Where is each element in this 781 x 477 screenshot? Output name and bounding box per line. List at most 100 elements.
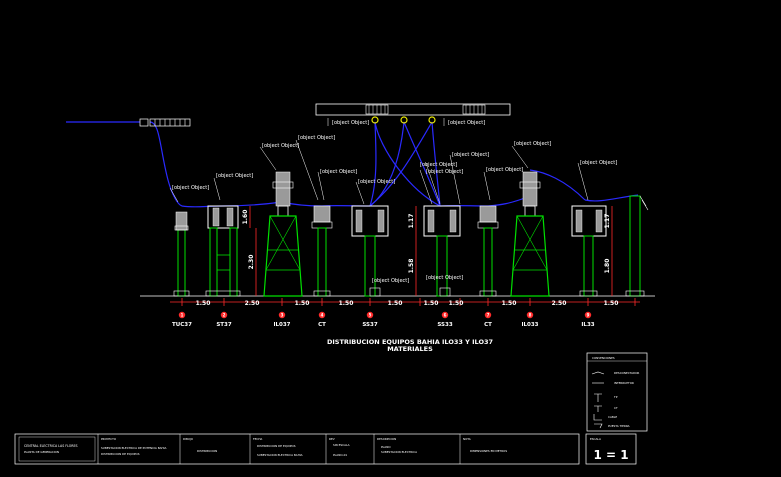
right-gantry <box>625 195 649 297</box>
title-block-field-label: REV <box>329 437 335 441</box>
legend-box: CONVENCIONES DESCONECTADOR INTERRUPTOR T… <box>586 352 648 432</box>
callout-label: [object Object] <box>452 152 489 158</box>
dimension-labels: 1.50 2.50 1.50 1.50 1.50 1.50 1.50 1.50 … <box>196 300 619 307</box>
equipment-name: CT <box>318 322 326 328</box>
equipment-number: 4 <box>321 313 324 318</box>
callout-label: [object Object] <box>172 185 209 191</box>
title-block: CENTRAL ELECTRICA LAS FLORES PLANTA DE G… <box>14 433 580 465</box>
title-block-field-value: SUBESTACION ELECTRICA <box>381 450 417 454</box>
ct-symbol-icon <box>594 405 602 412</box>
line-entry-insulator <box>139 118 191 127</box>
equipment-name: TUC37 <box>172 322 192 328</box>
legend-item: TP <box>613 395 618 399</box>
equipment-names: TUC37 ST37 IL037 CT SS37 SS33 CT IL033 I… <box>172 322 595 328</box>
disconnector-symbol-icon <box>591 371 605 375</box>
dimension-label: 1.50 <box>196 300 211 307</box>
title-block-field-value: SUBESTACION ELECTRICA BAHIA <box>257 453 303 457</box>
equipment-number: 6 <box>444 313 447 318</box>
equipment-number: 8 <box>529 313 532 318</box>
callout-label: [object Object] <box>420 162 457 168</box>
equipment-6-structure <box>423 205 461 297</box>
equipment-numbers: 1 2 3 4 5 6 7 8 9 <box>181 313 590 318</box>
equipment-4-structure <box>311 205 333 297</box>
equipment-name: IL033 <box>521 322 538 328</box>
drawing-title: DISTRIBUCION EQUIPOS BAHIA ILO33 Y ILO37 <box>327 338 493 346</box>
callout-label: [object Object] <box>298 135 335 141</box>
title-block-field-value: SUBESTACION ELECTRICA DE POTENCIA BAHIA <box>101 446 166 450</box>
equipment-number: 7 <box>487 313 490 318</box>
drawing-subtitle: MATERIALES <box>387 345 433 353</box>
callout-label: [object Object] <box>262 143 299 149</box>
equipment-8-structure <box>510 171 550 297</box>
vertical-dimensions: 1.60 2.30 1.17 1.58 1.17 1.80 <box>242 206 613 296</box>
callout-label: [object Object] <box>320 169 357 175</box>
vertical-dimension-label: 1.80 <box>604 259 611 274</box>
equipment-name: IL33 <box>581 322 594 328</box>
equipment-number: 3 <box>281 313 284 318</box>
dimension-label: 2.50 <box>552 300 567 307</box>
legend-item: DESCONECTADOR <box>614 371 639 375</box>
callout-label: [object Object] <box>426 275 463 281</box>
title-block-field-value: DISTRIBUCION DE EQUIPOS <box>101 452 140 456</box>
dimension-label: 1.50 <box>339 300 354 307</box>
title-block-field-value: PLANO <box>381 445 391 449</box>
scale-value: 1 = 1 <box>593 448 628 462</box>
title-block-company-sub: PLANTA DE GENERACION <box>24 450 59 454</box>
horizontal-dimension-line <box>170 298 640 306</box>
equipment-3-structure <box>263 171 303 297</box>
top-busbar <box>315 103 511 116</box>
conductors <box>66 121 639 208</box>
callout-label: [object Object] <box>486 167 523 173</box>
callout-label: [object Object] <box>426 169 463 175</box>
equipment-2-structure <box>205 205 241 297</box>
title-block-field-value: SIN ESCALA <box>333 443 350 447</box>
tp-symbol-icon <box>594 393 602 402</box>
bus-connection-points <box>371 116 436 124</box>
top-label: [object Object] <box>332 120 369 126</box>
title-block-field-value: DISTRIBUCION <box>197 449 217 453</box>
title-block-field-label: DESCRIPCION <box>377 437 396 441</box>
equipment-name: CT <box>484 322 492 328</box>
scale-label: ESCALA <box>590 437 601 441</box>
legend-item: PUESTA TIERRA <box>608 424 630 428</box>
legend-header: CONVENCIONES <box>592 356 615 360</box>
equipment-number: 5 <box>369 313 372 318</box>
title-block-field-value: DIMENSIONES EN METROS <box>470 449 507 453</box>
scale-block: ESCALA 1 = 1 <box>585 433 637 465</box>
title-block-field-label: PROYECTO <box>101 437 117 441</box>
legend-item: INTERRUPTOR <box>614 381 634 385</box>
vertical-dimension-label: 1.17 <box>604 214 611 229</box>
equipment-number: 9 <box>587 313 590 318</box>
equipment-7-structure <box>477 205 499 297</box>
equipment-name: IL037 <box>273 322 290 328</box>
callout-labels: [object Object] [object Object] [object … <box>172 135 617 284</box>
title-block-field-label: NOTA <box>463 437 471 441</box>
vertical-dimension-label: 2.30 <box>248 255 255 270</box>
dimension-label: 2.50 <box>245 300 260 307</box>
callout-label: [object Object] <box>372 278 409 284</box>
dimension-label: 1.50 <box>449 300 464 307</box>
title-block-field-label: DIBUJO <box>183 437 194 441</box>
equipment-1-structure <box>173 211 190 297</box>
title-block-field-value: DISTRIBUCION DE EQUIPOS <box>257 444 296 448</box>
equipment-number: 1 <box>181 313 184 318</box>
equipment-5-structure <box>351 205 389 297</box>
equipment-name: SS37 <box>362 322 378 328</box>
callout-label: [object Object] <box>216 173 253 179</box>
cable-symbol-icon <box>593 414 602 421</box>
equipment-markers <box>178 311 592 319</box>
callout-label: [object Object] <box>514 141 551 147</box>
top-label: [object Object] <box>448 120 485 126</box>
legend-item: CT <box>614 406 618 410</box>
dimension-label: 1.50 <box>295 300 310 307</box>
equipment-number: 2 <box>223 313 226 318</box>
equipment-name: ST37 <box>216 322 232 328</box>
top-labels: [object Object] [object Object] <box>327 118 485 126</box>
title-block-company: CENTRAL ELECTRICA LAS FLORES <box>24 444 78 448</box>
legend-item: CABLE <box>608 415 617 419</box>
callout-label: [object Object] <box>358 179 395 185</box>
ground-symbol-icon <box>594 423 603 429</box>
callouts <box>169 139 589 205</box>
vertical-dimension-label: 1.60 <box>242 210 249 225</box>
